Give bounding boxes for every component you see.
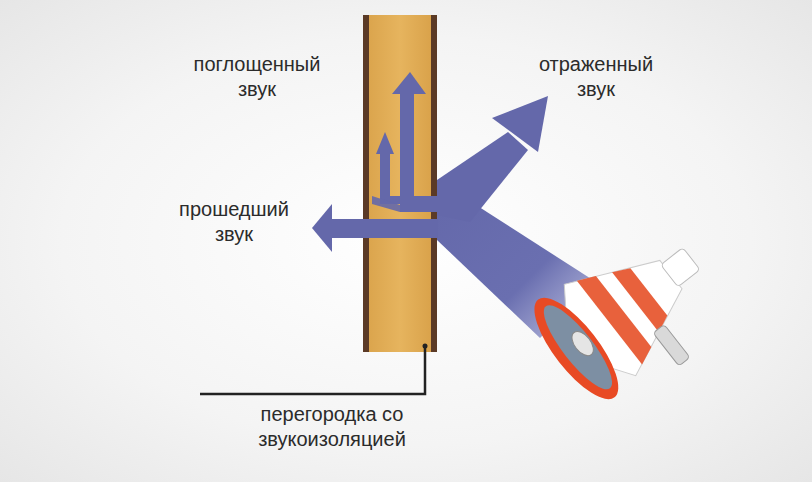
reflected-label: отраженный звук — [539, 52, 653, 102]
reflected-arrow — [437, 96, 548, 222]
leader-line — [200, 346, 425, 394]
absorbed-arrows — [372, 72, 437, 212]
partition-label: перегородка со звукоизоляцией — [232, 402, 432, 452]
megaphone — [521, 210, 739, 423]
leader-dot — [423, 344, 428, 349]
absorbed-label: поглощенный звук — [194, 52, 321, 102]
partition-wall — [363, 15, 437, 352]
transmitted-label: прошедший звук — [179, 197, 289, 247]
